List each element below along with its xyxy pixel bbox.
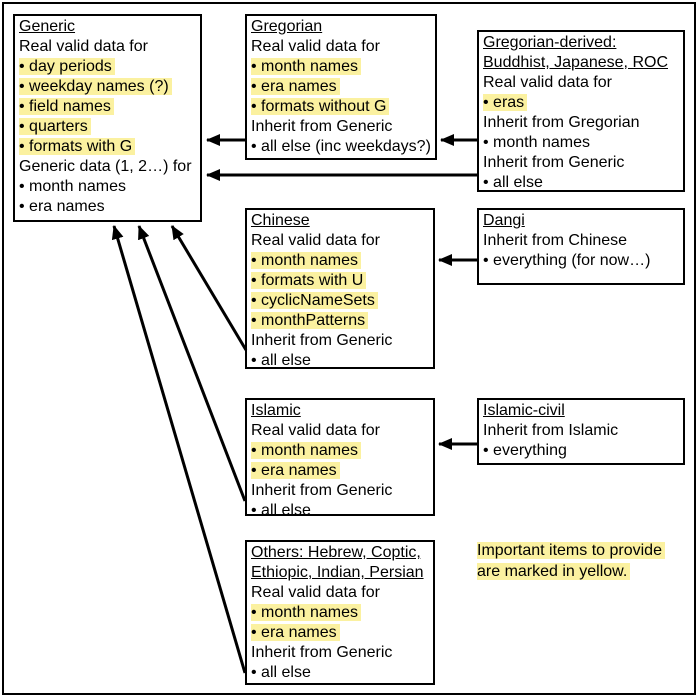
dangi-box: Dangi Inherit from Chinese • everything … bbox=[477, 208, 685, 285]
islamic-civil-box-title: Islamic-civil bbox=[483, 402, 565, 419]
gregorian-derived-box-line: Inherit from Generic bbox=[483, 154, 625, 171]
gregorian-derived-box-line: Real valid data for bbox=[483, 74, 612, 91]
chinese-box-title: Chinese bbox=[251, 212, 310, 229]
gregorian-box: Gregorian Real valid data for • month na… bbox=[245, 14, 437, 160]
highlighted-item: • era names bbox=[251, 78, 340, 95]
chinese-box-line: • formats with U bbox=[251, 271, 433, 291]
gregorian-box-title: Gregorian bbox=[251, 18, 323, 35]
others-box-line: • month names bbox=[251, 603, 433, 623]
gregorian-box-line: • era names bbox=[251, 77, 435, 97]
highlighted-item: • formats with U bbox=[251, 272, 367, 289]
gregorian-derived-box-title: Buddhist, Japanese, ROC bbox=[483, 54, 668, 71]
highlighted-item: • formats with G bbox=[19, 138, 136, 155]
generic-box-line: • quarters bbox=[19, 117, 200, 137]
generic-box-line: Real valid data for bbox=[19, 38, 148, 55]
arrow-chinese-to-generic bbox=[170, 225, 248, 351]
highlighted-item: • month names bbox=[251, 442, 361, 459]
arrow-islamic-to-generic bbox=[137, 225, 247, 502]
others-box-title: Ethiopic, Indian, Persian bbox=[251, 564, 424, 581]
highlighted-item: • era names bbox=[251, 624, 340, 641]
gregorian-derived-box-line: • eras bbox=[483, 93, 683, 113]
highlighted-item: • month names bbox=[251, 252, 361, 269]
islamic-box: Islamic Real valid data for • month name… bbox=[245, 398, 435, 519]
islamic-civil-box-line: Inherit from Islamic bbox=[483, 422, 619, 439]
highlighted-item: • eras bbox=[483, 94, 528, 111]
generic-box-line: • weekday names (?) bbox=[19, 77, 200, 97]
legend-note-line: are marked in yellow. bbox=[477, 561, 665, 582]
chinese-box: Chinese Real valid data for • month name… bbox=[245, 208, 435, 369]
generic-box-line: • era names bbox=[19, 198, 105, 215]
chinese-box-line: Inherit from Generic bbox=[251, 332, 393, 349]
others-box-line: Real valid data for bbox=[251, 584, 380, 601]
islamic-box-line: • month names bbox=[251, 441, 433, 461]
highlighted-item: • day periods bbox=[19, 58, 115, 75]
gregorian-box-line: • formats without G bbox=[251, 97, 435, 117]
gregorian-derived-box-line: • all else bbox=[483, 174, 543, 191]
gregorian-box-line: • all else (inc weekdays?) bbox=[251, 138, 431, 155]
dangi-box-line: • everything (for now…) bbox=[483, 252, 651, 269]
highlighted-item: • era names bbox=[251, 462, 340, 479]
others-box-line: • all else bbox=[251, 664, 311, 681]
gregorian-derived-box: Gregorian-derived: Buddhist, Japanese, R… bbox=[477, 30, 685, 192]
islamic-box-line: • era names bbox=[251, 461, 433, 481]
highlighted-item: • formats without G bbox=[251, 98, 390, 115]
dangi-box-line: Inherit from Chinese bbox=[483, 232, 628, 249]
chinese-box-line: • month names bbox=[251, 251, 433, 271]
highlighted-item: • quarters bbox=[19, 118, 91, 135]
generic-box: Generic Real valid data for • day period… bbox=[13, 14, 202, 222]
highlighted-item: • month names bbox=[251, 58, 361, 75]
gregorian-box-line: • month names bbox=[251, 57, 435, 77]
highlighted-item: • month names bbox=[251, 604, 361, 621]
arrow-others-to-generic bbox=[111, 225, 247, 674]
generic-box-line: • day periods bbox=[19, 57, 200, 77]
legend-note-line: Important items to provide bbox=[477, 540, 665, 561]
islamic-box-line: Real valid data for bbox=[251, 422, 380, 439]
chinese-box-line: Real valid data for bbox=[251, 232, 380, 249]
others-box-title: Others: Hebrew, Coptic, bbox=[251, 544, 421, 561]
highlighted-item: • monthPatterns bbox=[251, 312, 369, 329]
highlighted-item: • field names bbox=[19, 98, 114, 115]
generic-box-title: Generic bbox=[19, 18, 76, 35]
islamic-civil-box-line: • everything bbox=[483, 442, 567, 459]
highlighted-item: Important items to provide bbox=[477, 542, 665, 559]
chinese-box-line: • cyclicNameSets bbox=[251, 291, 433, 311]
gregorian-derived-box-line: • month names bbox=[483, 134, 590, 151]
others-box-line: • era names bbox=[251, 623, 433, 643]
gregorian-derived-box-title: Gregorian-derived: bbox=[483, 34, 617, 51]
generic-box-line: • field names bbox=[19, 97, 200, 117]
gregorian-box-line: Real valid data for bbox=[251, 38, 380, 55]
generic-box-line: Generic data (1, 2…) for bbox=[19, 158, 192, 175]
generic-box-line: • month names bbox=[19, 178, 126, 195]
dangi-box-title: Dangi bbox=[483, 212, 525, 229]
chinese-box-line: • monthPatterns bbox=[251, 311, 433, 331]
islamic-box-line: • all else bbox=[251, 502, 311, 519]
highlighted-item: are marked in yellow. bbox=[477, 563, 631, 580]
others-box: Others: Hebrew, Coptic, Ethiopic, Indian… bbox=[245, 540, 435, 685]
islamic-box-line: Inherit from Generic bbox=[251, 482, 393, 499]
islamic-civil-box: Islamic-civil Inherit from Islamic • eve… bbox=[477, 398, 685, 465]
highlighted-item: • weekday names (?) bbox=[19, 78, 172, 95]
gregorian-box-line: Inherit from Generic bbox=[251, 118, 393, 135]
chinese-box-line: • all else bbox=[251, 352, 311, 369]
highlighted-item: • cyclicNameSets bbox=[251, 292, 378, 309]
generic-box-line: • formats with G bbox=[19, 137, 200, 157]
islamic-box-title: Islamic bbox=[251, 402, 301, 419]
gregorian-derived-box-line: Inherit from Gregorian bbox=[483, 114, 640, 131]
others-box-line: Inherit from Generic bbox=[251, 644, 393, 661]
legend-note: Important items to provide are marked in… bbox=[477, 540, 665, 582]
